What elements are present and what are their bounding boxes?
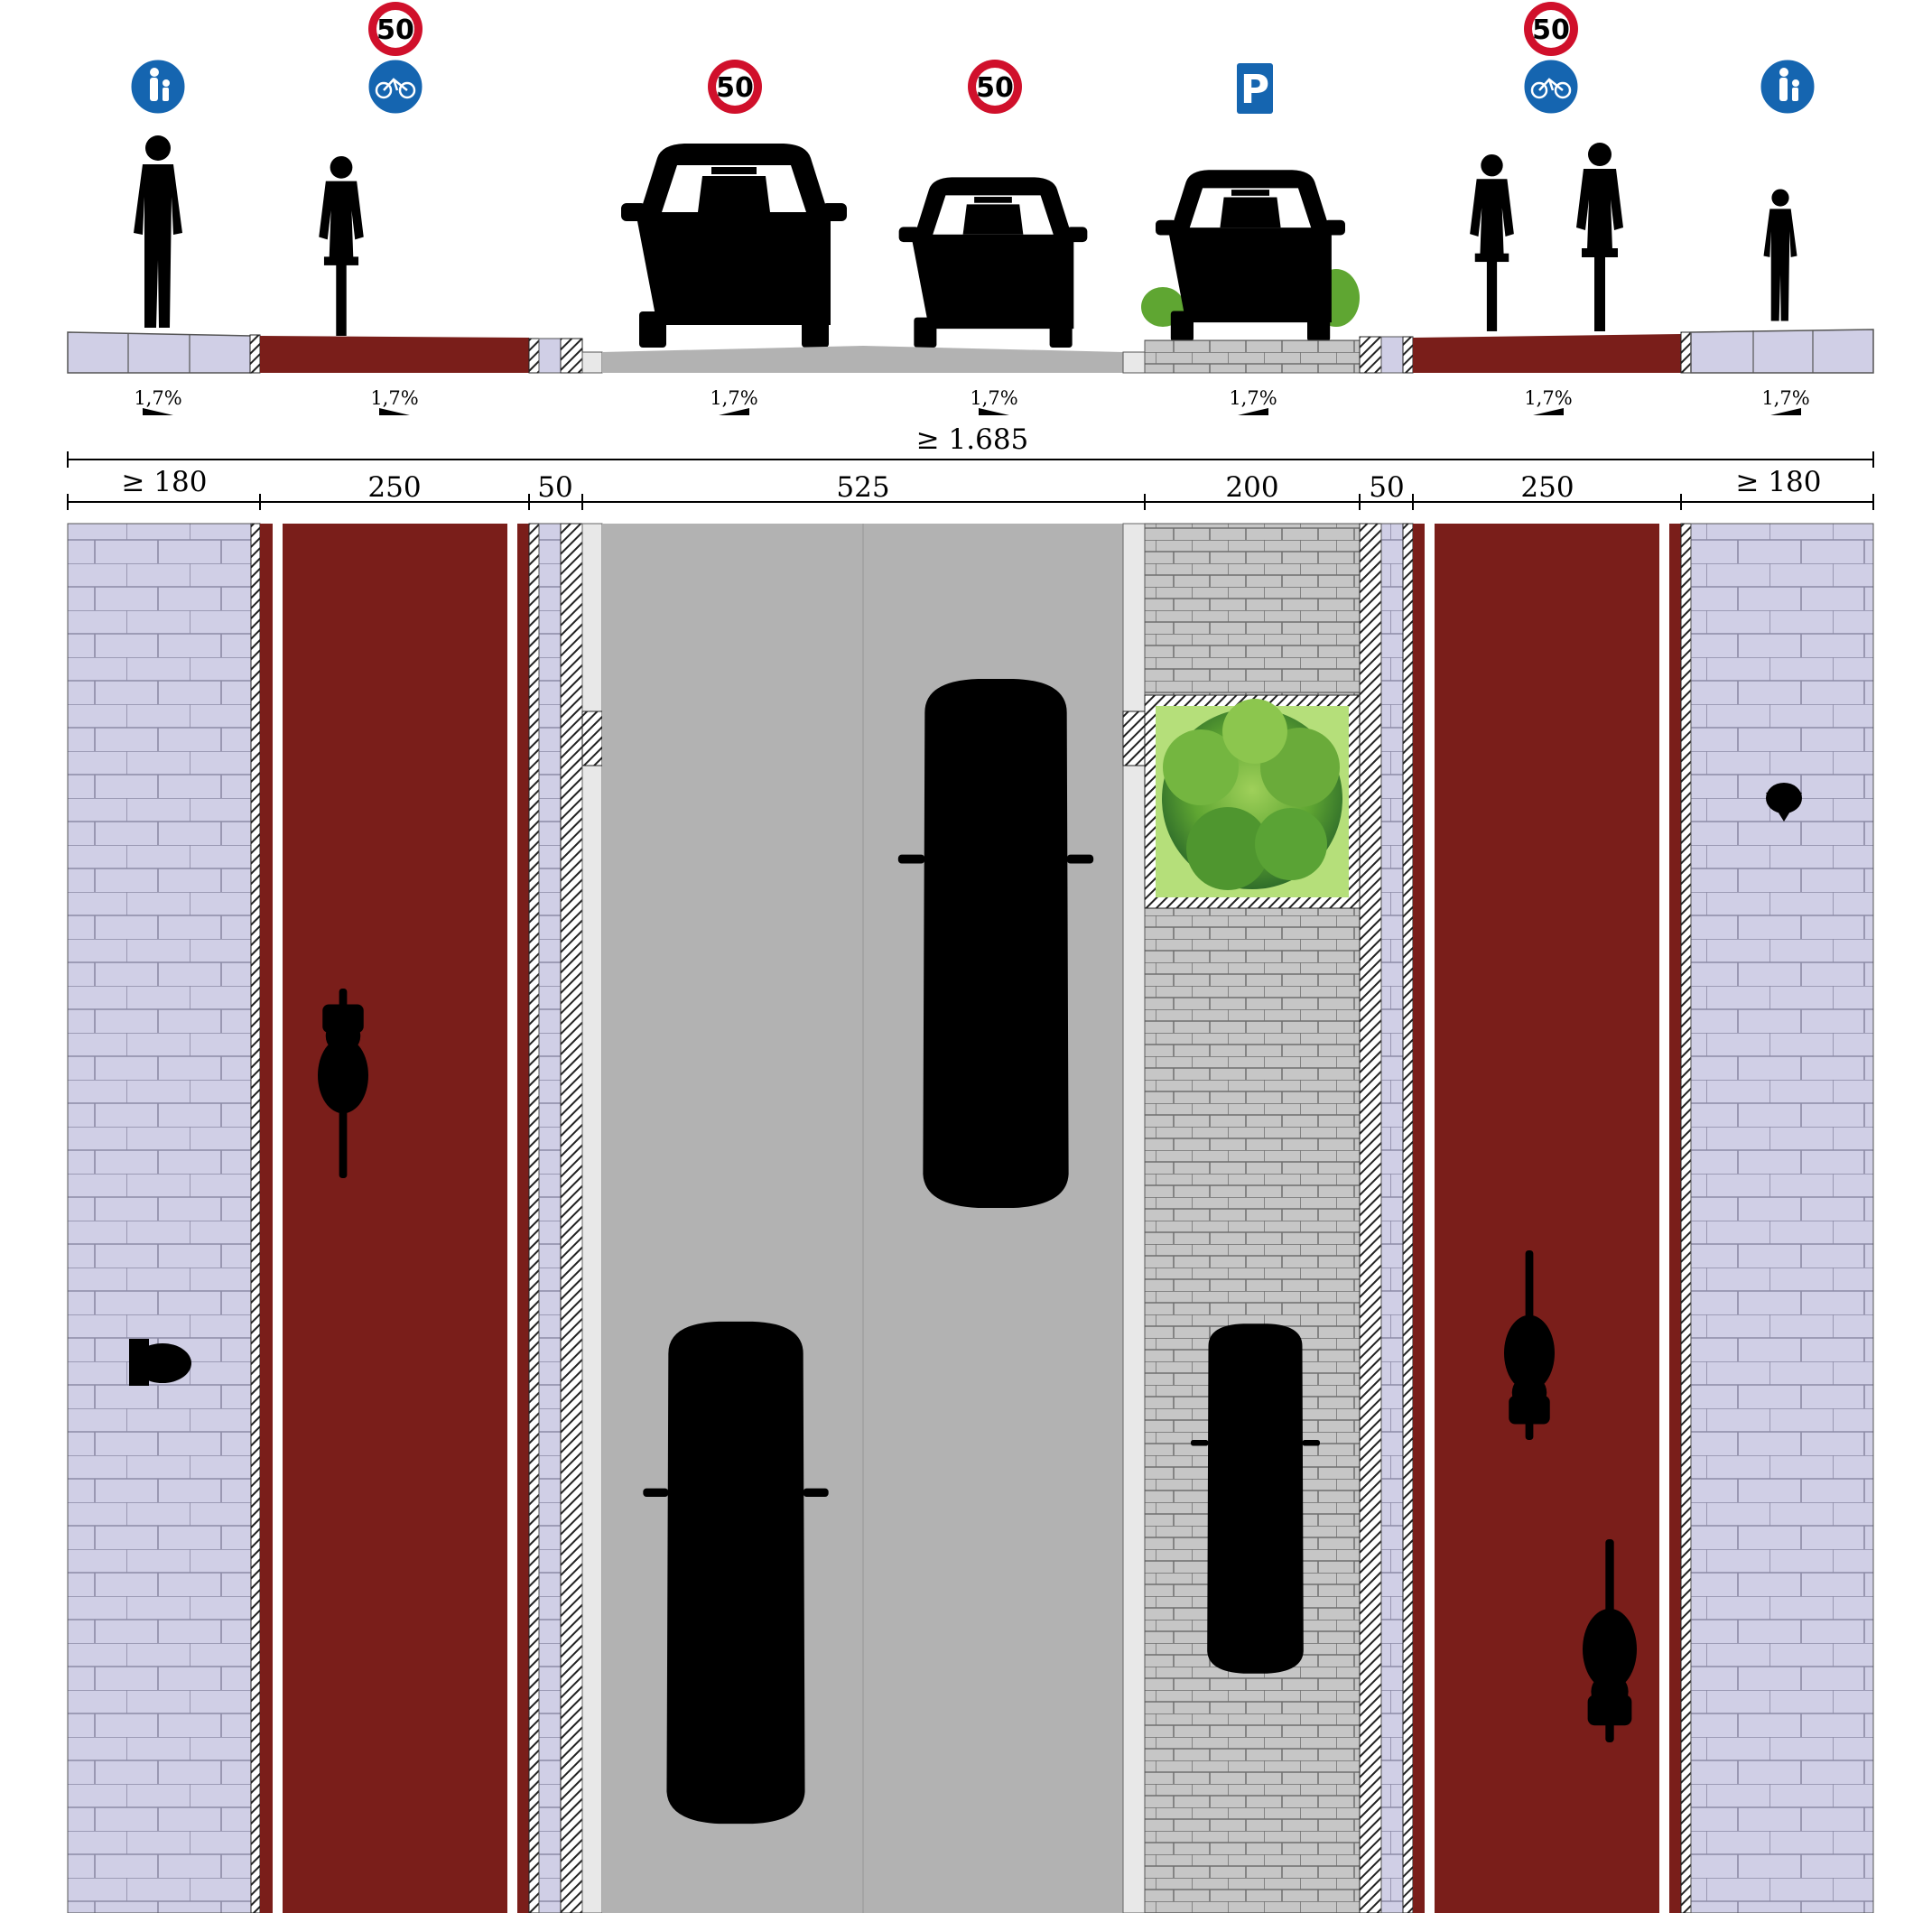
cyclist-icon <box>319 155 364 336</box>
kerb-outcrop <box>581 710 603 766</box>
dimension-label: 50 <box>537 471 572 504</box>
kerb-section <box>1680 331 1692 374</box>
cycle-path-right-section <box>1413 334 1681 373</box>
pedestrian-icon <box>1763 189 1797 321</box>
total-width-label: ≥ 1.685 <box>916 423 1029 456</box>
dimension-label: 250 <box>1520 471 1574 504</box>
kerb <box>1680 523 1692 1913</box>
speed-limit-value: 50 <box>376 14 414 46</box>
dimension-label: ≥ 180 <box>122 466 208 498</box>
footpath-right <box>1690 523 1874 1913</box>
slope-label: 1,7% <box>1229 387 1277 409</box>
cyclist-icon <box>1576 143 1623 331</box>
cycle-path-left-section <box>260 336 529 373</box>
kerb-section <box>560 338 583 374</box>
slope-label: 1,7% <box>1524 387 1572 409</box>
pedestrian-sign-icon <box>1758 57 1817 116</box>
signs-row: 50 50 50 P 50 <box>128 2 1817 116</box>
dimension-lines: ≥ 1.685 ≥ 180 250 50 525 200 50 250 ≥ 18… <box>67 423 1874 510</box>
cycle-path-left <box>260 524 529 1913</box>
kerb-section <box>1402 336 1414 374</box>
pedestrian-icon <box>1766 783 1802 822</box>
kerb <box>560 523 583 1913</box>
kerb-outcrop <box>1122 710 1146 766</box>
parking-strip-section <box>1144 339 1361 374</box>
speed-limit-sign-icon: 50 <box>968 60 1022 114</box>
speed-limit-sign-icon: 50 <box>368 2 423 56</box>
kerb-section <box>1359 336 1382 374</box>
dimension-label: 250 <box>367 471 421 504</box>
slope-label: 1,7% <box>710 387 757 409</box>
plan-view <box>67 523 1874 1913</box>
edge-line <box>1425 524 1435 1913</box>
bush-icon <box>1162 699 1342 890</box>
slope-label: 1,7% <box>134 387 181 409</box>
dimension-label: 50 <box>1369 471 1404 504</box>
speed-limit-sign-icon: 50 <box>1524 2 1578 56</box>
footpath-left <box>67 523 252 1913</box>
kerb-section <box>528 338 540 374</box>
car-top-icon <box>897 678 1094 1209</box>
slope-label: 1,7% <box>1761 387 1809 409</box>
separator-strip-section <box>1380 336 1404 374</box>
separator-strip-section <box>538 338 562 374</box>
kerb-section <box>249 334 261 374</box>
kerb <box>1359 523 1382 1913</box>
dimension-label: 200 <box>1225 471 1278 504</box>
parking-sign-icon: P <box>1237 63 1273 114</box>
pedestrian-sign-icon <box>128 57 188 116</box>
separator-strip <box>1380 523 1404 1913</box>
separator-strip <box>538 523 562 1913</box>
parking-letter: P <box>1240 67 1269 113</box>
speed-limit-value: 50 <box>976 72 1014 104</box>
gutter-section <box>1122 351 1146 374</box>
car-front-icon <box>898 177 1088 348</box>
kerb <box>528 523 540 1913</box>
pedestrian-icon <box>129 1339 191 1386</box>
car-top-icon <box>643 1321 829 1825</box>
speed-limit-value: 50 <box>716 72 754 104</box>
car-front-icon <box>621 144 847 348</box>
car-top-icon <box>1191 1323 1320 1674</box>
footpath-left-section <box>67 331 252 374</box>
slope-label: 1,7% <box>970 387 1017 409</box>
tree-pit <box>1144 694 1361 909</box>
edge-line <box>273 524 283 1913</box>
gutter-section <box>581 351 603 374</box>
footpath-right-section <box>1690 329 1874 374</box>
carriageway-section <box>602 346 1123 373</box>
cross-section: 1,7% 1,7% 1,7% 1,7% 1,7% 1,7% 1,7% <box>67 135 1874 415</box>
cyclist-icon <box>1470 154 1514 331</box>
dimension-label: 525 <box>836 471 889 504</box>
cycle-path-right <box>1413 524 1681 1913</box>
edge-line <box>507 524 517 1913</box>
dimension-label: ≥ 180 <box>1736 466 1822 498</box>
slope-labels: 1,7% 1,7% 1,7% 1,7% 1,7% 1,7% 1,7% <box>134 387 1810 415</box>
pedestrian-icon <box>134 135 182 328</box>
kerb <box>250 523 261 1913</box>
car-front-icon <box>1156 170 1345 342</box>
speed-limit-sign-icon: 50 <box>708 60 762 114</box>
bicycle-sign-icon <box>366 57 425 116</box>
bicycle-sign-icon <box>1521 57 1581 116</box>
speed-limit-value: 50 <box>1532 14 1570 46</box>
slope-label: 1,7% <box>370 387 418 409</box>
kerb <box>1402 523 1414 1913</box>
edge-line <box>1659 524 1669 1913</box>
